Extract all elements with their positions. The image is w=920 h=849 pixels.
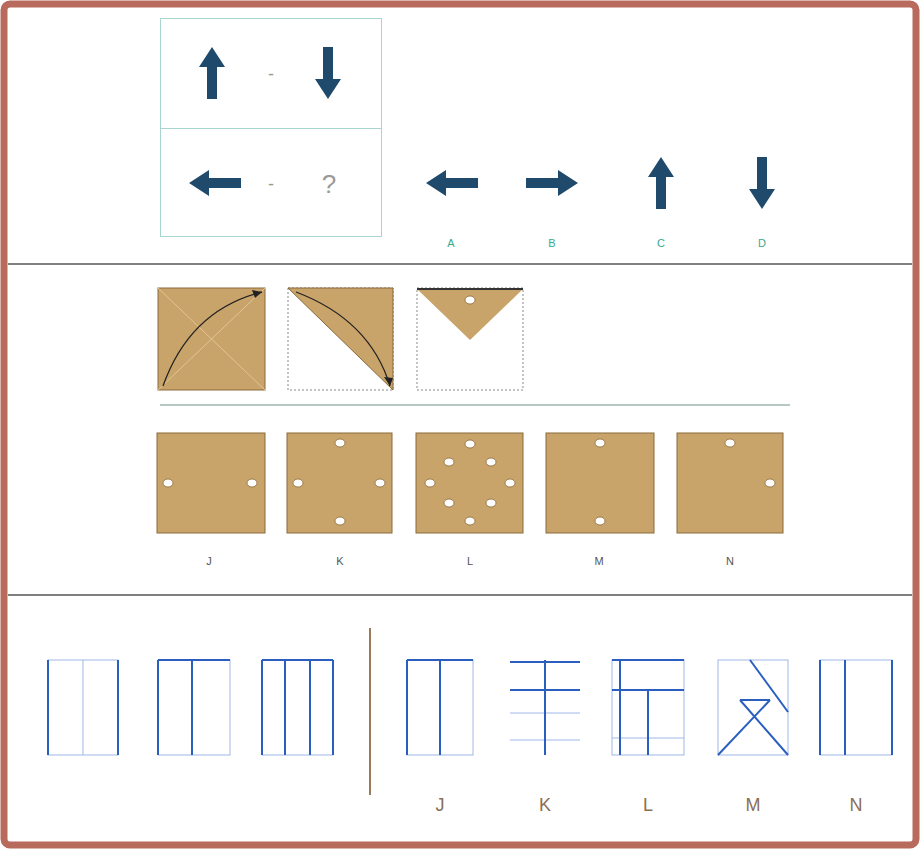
option-letter: K — [336, 555, 343, 567]
puzzle-symbol: ? — [322, 169, 336, 200]
puzzle-symbol: - — [268, 64, 274, 85]
option-letter: C — [657, 237, 665, 249]
row-divider — [8, 263, 912, 265]
option-letter: A — [447, 237, 454, 249]
puzzle-cell: -? — [160, 128, 382, 237]
option-letter: K — [539, 795, 551, 816]
option-letter: M — [594, 555, 603, 567]
option-letter: N — [726, 555, 734, 567]
row-divider — [8, 594, 912, 596]
puzzle-cell: - — [160, 18, 382, 128]
option-letter: N — [850, 795, 863, 816]
option-letter: M — [746, 795, 761, 816]
line-figures — [48, 628, 892, 795]
option-letter: D — [758, 237, 766, 249]
page-frame — [4, 4, 916, 845]
option-letter: L — [467, 555, 473, 567]
option-letter: L — [643, 795, 653, 816]
option-letter: B — [548, 237, 555, 249]
puzzle-symbol: - — [268, 174, 274, 195]
paper-fold-figures — [157, 288, 790, 533]
option-letter: J — [206, 555, 212, 567]
option-letter: J — [436, 795, 445, 816]
